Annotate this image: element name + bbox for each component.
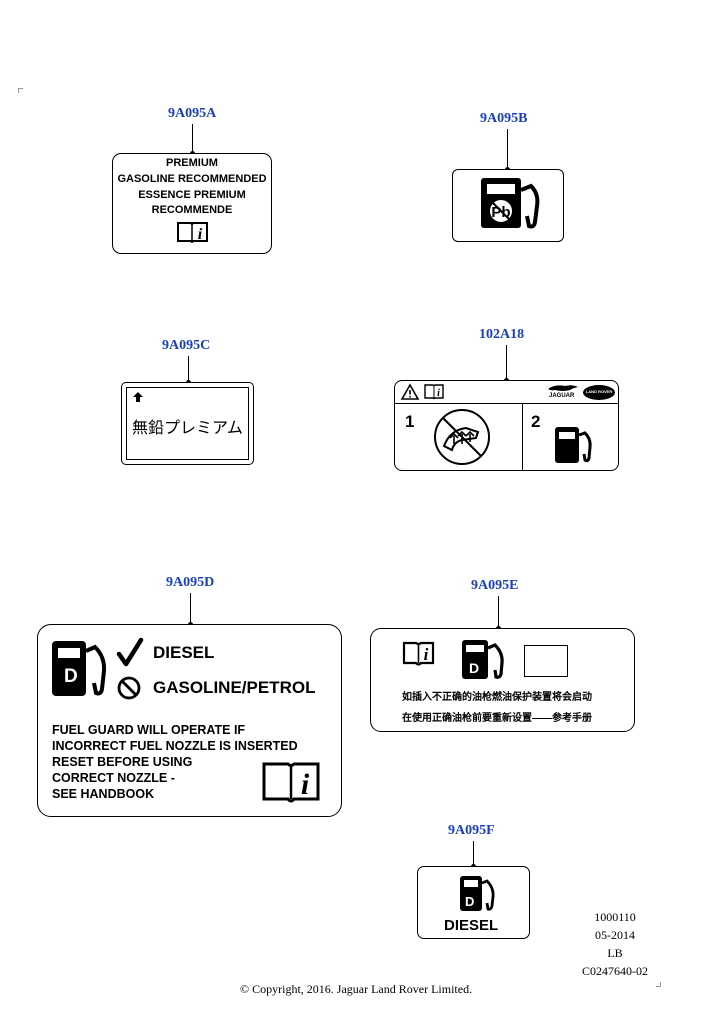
part-number-9a095f: 9A095F (448, 823, 495, 838)
label-divider-vertical (522, 403, 523, 470)
label-text-line-4: RECOMMENDE (151, 204, 233, 216)
warning-text-line-1: FUEL GUARD WILL OPERATE IF (52, 723, 246, 737)
svg-text:i: i (301, 768, 310, 801)
label-text-line-2: GASOLINE RECOMMENDED (117, 173, 267, 185)
label-9a095e: i D 如插入不正确的油枪燃油保护装置将会启动 在使用正确油枪前要重新设置——参… (370, 628, 635, 732)
svg-text:i: i (424, 645, 429, 664)
diesel-pump-icon (462, 640, 504, 679)
chinese-warning-line-1: 如插入不正确的油枪燃油保护装置将会启动 (402, 692, 592, 703)
blank-sticker-area (524, 645, 568, 677)
part-number-9a095d: 9A095D (166, 575, 215, 590)
part-number-9a095a: 9A095A (168, 106, 217, 121)
fuel-pump-no-leaded-icon: Pb (481, 178, 540, 229)
prohibited-icon (117, 676, 141, 700)
warning-text-line-4: CORRECT NOZZLE - (52, 771, 175, 785)
chinese-warning-line-2: 在使用正确油枪前要重新设置——参考手册 (402, 713, 592, 724)
label-102a18: i JAGUAR LAND ROVER 1 2 (394, 380, 619, 471)
warning-text-line-3: RESET BEFORE USING (52, 755, 193, 769)
step-number-1: 1 (405, 412, 415, 431)
warning-triangle-icon (400, 383, 420, 400)
leader-line-9a095f (471, 841, 476, 869)
label-inner-frame (126, 387, 249, 460)
part-number-102a18: 102A18 (479, 327, 525, 342)
gasoline-petrol-text: GASOLINE/PETROL (153, 678, 316, 697)
handbook-info-icon: i (262, 762, 320, 803)
drawing-reference-line-4: C0247640-02 (582, 964, 648, 978)
no-fuel-can-icon (434, 409, 490, 465)
svg-text:i: i (198, 226, 203, 243)
drawing-reference-line-2: 05-2014 (595, 928, 635, 942)
handbook-info-icon: i (177, 222, 208, 243)
label-9a095a: PREMIUM GASOLINE RECOMMENDED ESSENCE PRE… (112, 153, 272, 254)
land-rover-logo: LAND ROVER (583, 385, 615, 400)
corner-tick-top-left (18, 88, 23, 93)
warning-text-line-2: INCORRECT FUEL NOZZLE IS INSERTED (52, 739, 298, 753)
leader-line-9a095c (186, 356, 191, 385)
leader-line-102a18 (504, 345, 509, 383)
land-rover-wordmark: LAND ROVER (585, 389, 613, 394)
diesel-text: DIESEL (444, 917, 499, 934)
label-text-line-3: ESSENCE PREMIUM (138, 189, 246, 201)
label-9a095d: D DIESEL GASOLINE/PETROL FUEL GUARD WILL… (37, 624, 342, 817)
fuel-pump-icon (555, 427, 592, 463)
diesel-text: DIESEL (153, 643, 215, 662)
check-mark-icon (116, 637, 144, 667)
label-9a095b: Pb (452, 169, 564, 242)
diesel-pump-icon (460, 876, 495, 911)
step-number-2: 2 (531, 412, 541, 431)
jaguar-leaper-logo (548, 385, 578, 391)
corner-tick-bottom-right (656, 982, 661, 987)
jaguar-wordmark: JAGUAR (549, 393, 575, 399)
label-9a095c: 無鉛プレミアム (121, 382, 254, 465)
handbook-info-icon: i (402, 641, 435, 666)
japanese-label-text: 無鉛プレミアム (132, 420, 243, 437)
leader-line-9a095b (505, 129, 510, 172)
label-text-line-1: PREMIUM (166, 157, 218, 169)
pump-letter-d: D (469, 660, 480, 676)
warning-text-line-5: SEE HANDBOOK (52, 787, 155, 801)
part-number-9a095e: 9A095E (471, 578, 519, 593)
drawing-reference-line-1: 1000110 (594, 910, 636, 924)
copyright-notice: © Copyright, 2016. Jaguar Land Rover Lim… (240, 982, 473, 996)
pump-letter-d: D (64, 666, 78, 687)
leader-line-9a095e (496, 596, 501, 631)
drawing-reference-line-3: LB (607, 946, 623, 960)
diesel-pump-icon (52, 641, 107, 696)
svg-text:i: i (437, 388, 440, 399)
leader-line-9a095a (190, 124, 195, 156)
label-9a095f: D DIESEL (417, 866, 530, 939)
label-divider-horizontal (395, 403, 618, 404)
pump-letter-d: D (465, 894, 475, 909)
handbook-info-icon: i (424, 384, 444, 400)
part-number-9a095b: 9A095B (480, 111, 528, 126)
arrow-up-icon (133, 392, 143, 402)
part-number-9a095c: 9A095C (162, 338, 211, 353)
leader-line-9a095d (188, 593, 193, 627)
